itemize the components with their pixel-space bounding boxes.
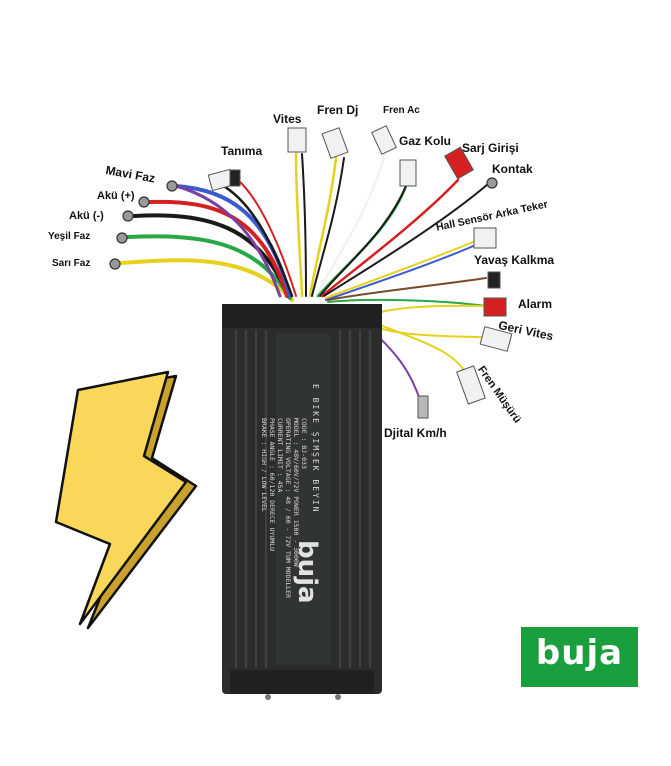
label-tanima: Tanıma [221,144,263,158]
buja-logo: buja [521,627,638,687]
label-gaz-kolu: Gaz Kolu [399,134,452,148]
controller-brand: buja [292,540,322,604]
label-fren-dj: Fren Dj [317,103,359,117]
label-kontak: Kontak [492,162,533,176]
label-aku-arti: Akü (+) [97,190,135,202]
label-yavas-kalkma: Yavaş Kalkma [474,253,555,267]
lightning-bolt-icon [54,370,198,630]
label-sari-faz: Sarı Faz [52,258,91,269]
label-dijital-kmh: Djital Km/h [384,426,447,440]
controller-header: E BIKE ŞIMŞEK BEYIN [311,384,320,514]
wire-bundle [118,148,495,401]
buja-logo-text: buja [535,633,624,673]
label-fren-ac: Fren Ac [383,105,420,116]
controller-spec-line: BRAKE : HIGH / LOW LEVEL [260,418,268,512]
ring-terminals [109,177,498,270]
controller-body [222,304,382,700]
connectors [207,125,513,419]
label-alarm: Alarm [518,297,553,311]
label-sarj-girisi: Sarj Girişi [462,141,519,155]
controller-spec-line: CURRENT LIMIT : 45A [276,418,284,493]
label-vites: Vites [273,112,302,126]
controller-spec-line: CODE : BJ-033 [300,418,308,469]
label-aku-eksi: Akü (-) [69,210,104,222]
controller-spec-line: OPERATING VOLTAGE : 48 / 60 - 72V TUM MO… [284,418,292,599]
controller-spec-line: PHASE ANGLE : 60/120 DERECE UYUMLU [268,418,276,552]
label-yesil-faz: Yeşil Faz [48,231,91,242]
